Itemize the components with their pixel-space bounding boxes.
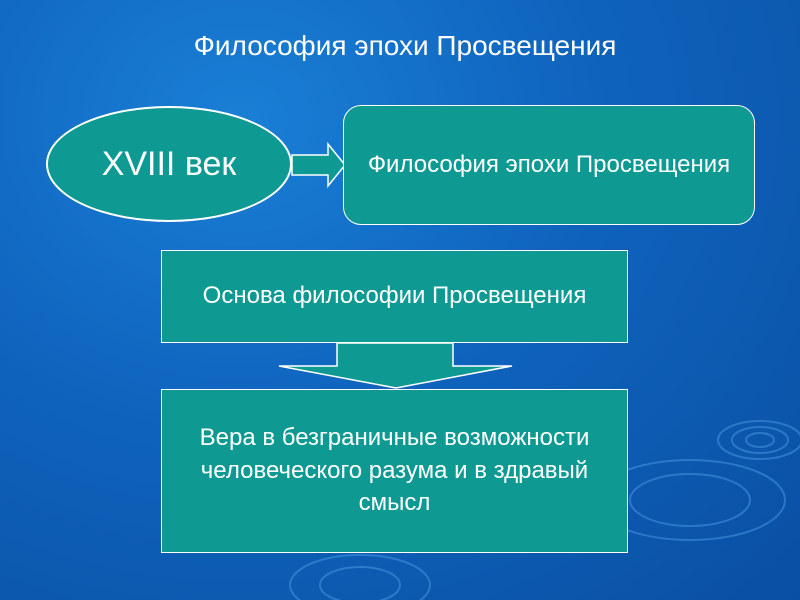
century-node: XVIII век <box>46 106 292 222</box>
down-arrow <box>278 342 513 389</box>
right-arrow <box>291 141 346 189</box>
philosophy-node: Философия эпохи Просвещения <box>343 105 755 225</box>
ripple-decoration <box>289 420 800 600</box>
belief-node: Вера в безграничные возможности человече… <box>161 389 628 553</box>
slide-title: Философия эпохи Просвещения <box>193 30 617 61</box>
basis-node: Основа философии Просвещения <box>161 250 628 343</box>
